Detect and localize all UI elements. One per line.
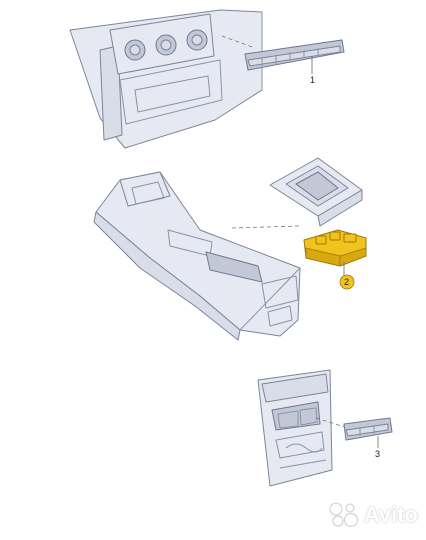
callout-badge-2 — [339, 274, 355, 290]
switch-panel-part-3 — [343, 417, 393, 441]
rear-console-illustration — [257, 369, 333, 487]
callout-label-3: 3 — [375, 449, 380, 459]
watermark-text: Avito — [363, 502, 418, 527]
dashboard-climate-panel-illustration — [69, 9, 263, 149]
avito-logo-icon — [329, 502, 358, 527]
callout-label-1: 1 — [310, 75, 315, 85]
center-console-illustration — [93, 171, 301, 341]
switch-panel-part-1 — [244, 39, 345, 71]
leader-dash-1 — [221, 35, 256, 49]
watermark: Avito — [328, 502, 418, 528]
gear-shift-trim-illustration — [269, 157, 363, 227]
leader-dash-3 — [315, 417, 349, 429]
switch-unit-part-2 — [303, 229, 367, 267]
leader-dash-2 — [231, 225, 301, 229]
callout-label-2: 2 — [344, 277, 349, 287]
